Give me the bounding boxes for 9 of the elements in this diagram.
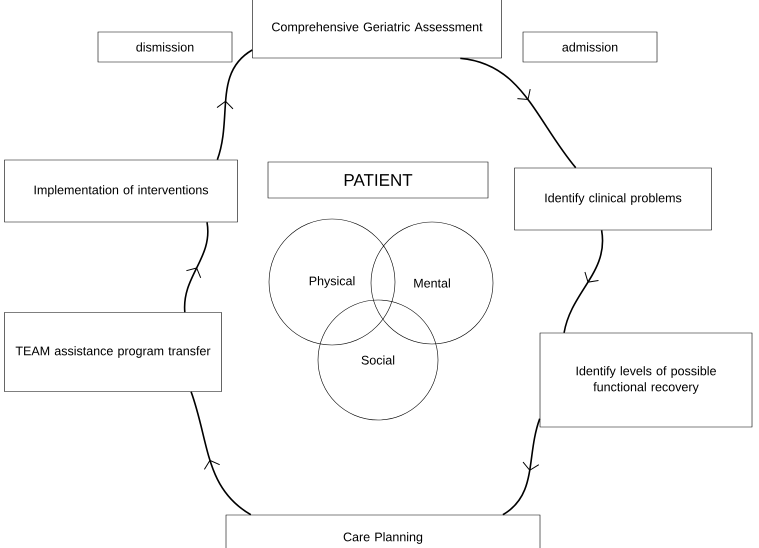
status-box: dismission <box>98 32 232 62</box>
process-box: TEAM assistance program transfer <box>4 312 222 392</box>
patient-box: PATIENT <box>268 162 488 198</box>
status-box: admission <box>522 32 658 62</box>
process-box: Care Planning <box>226 514 540 548</box>
process-box: Identify clinical problems <box>514 168 712 230</box>
process-box: Implementation of interventions <box>4 160 238 222</box>
process-box: Comprehensive Geriatric Assessment <box>252 0 502 58</box>
process-box: Identify levels of possible functional recovery <box>540 332 752 428</box>
